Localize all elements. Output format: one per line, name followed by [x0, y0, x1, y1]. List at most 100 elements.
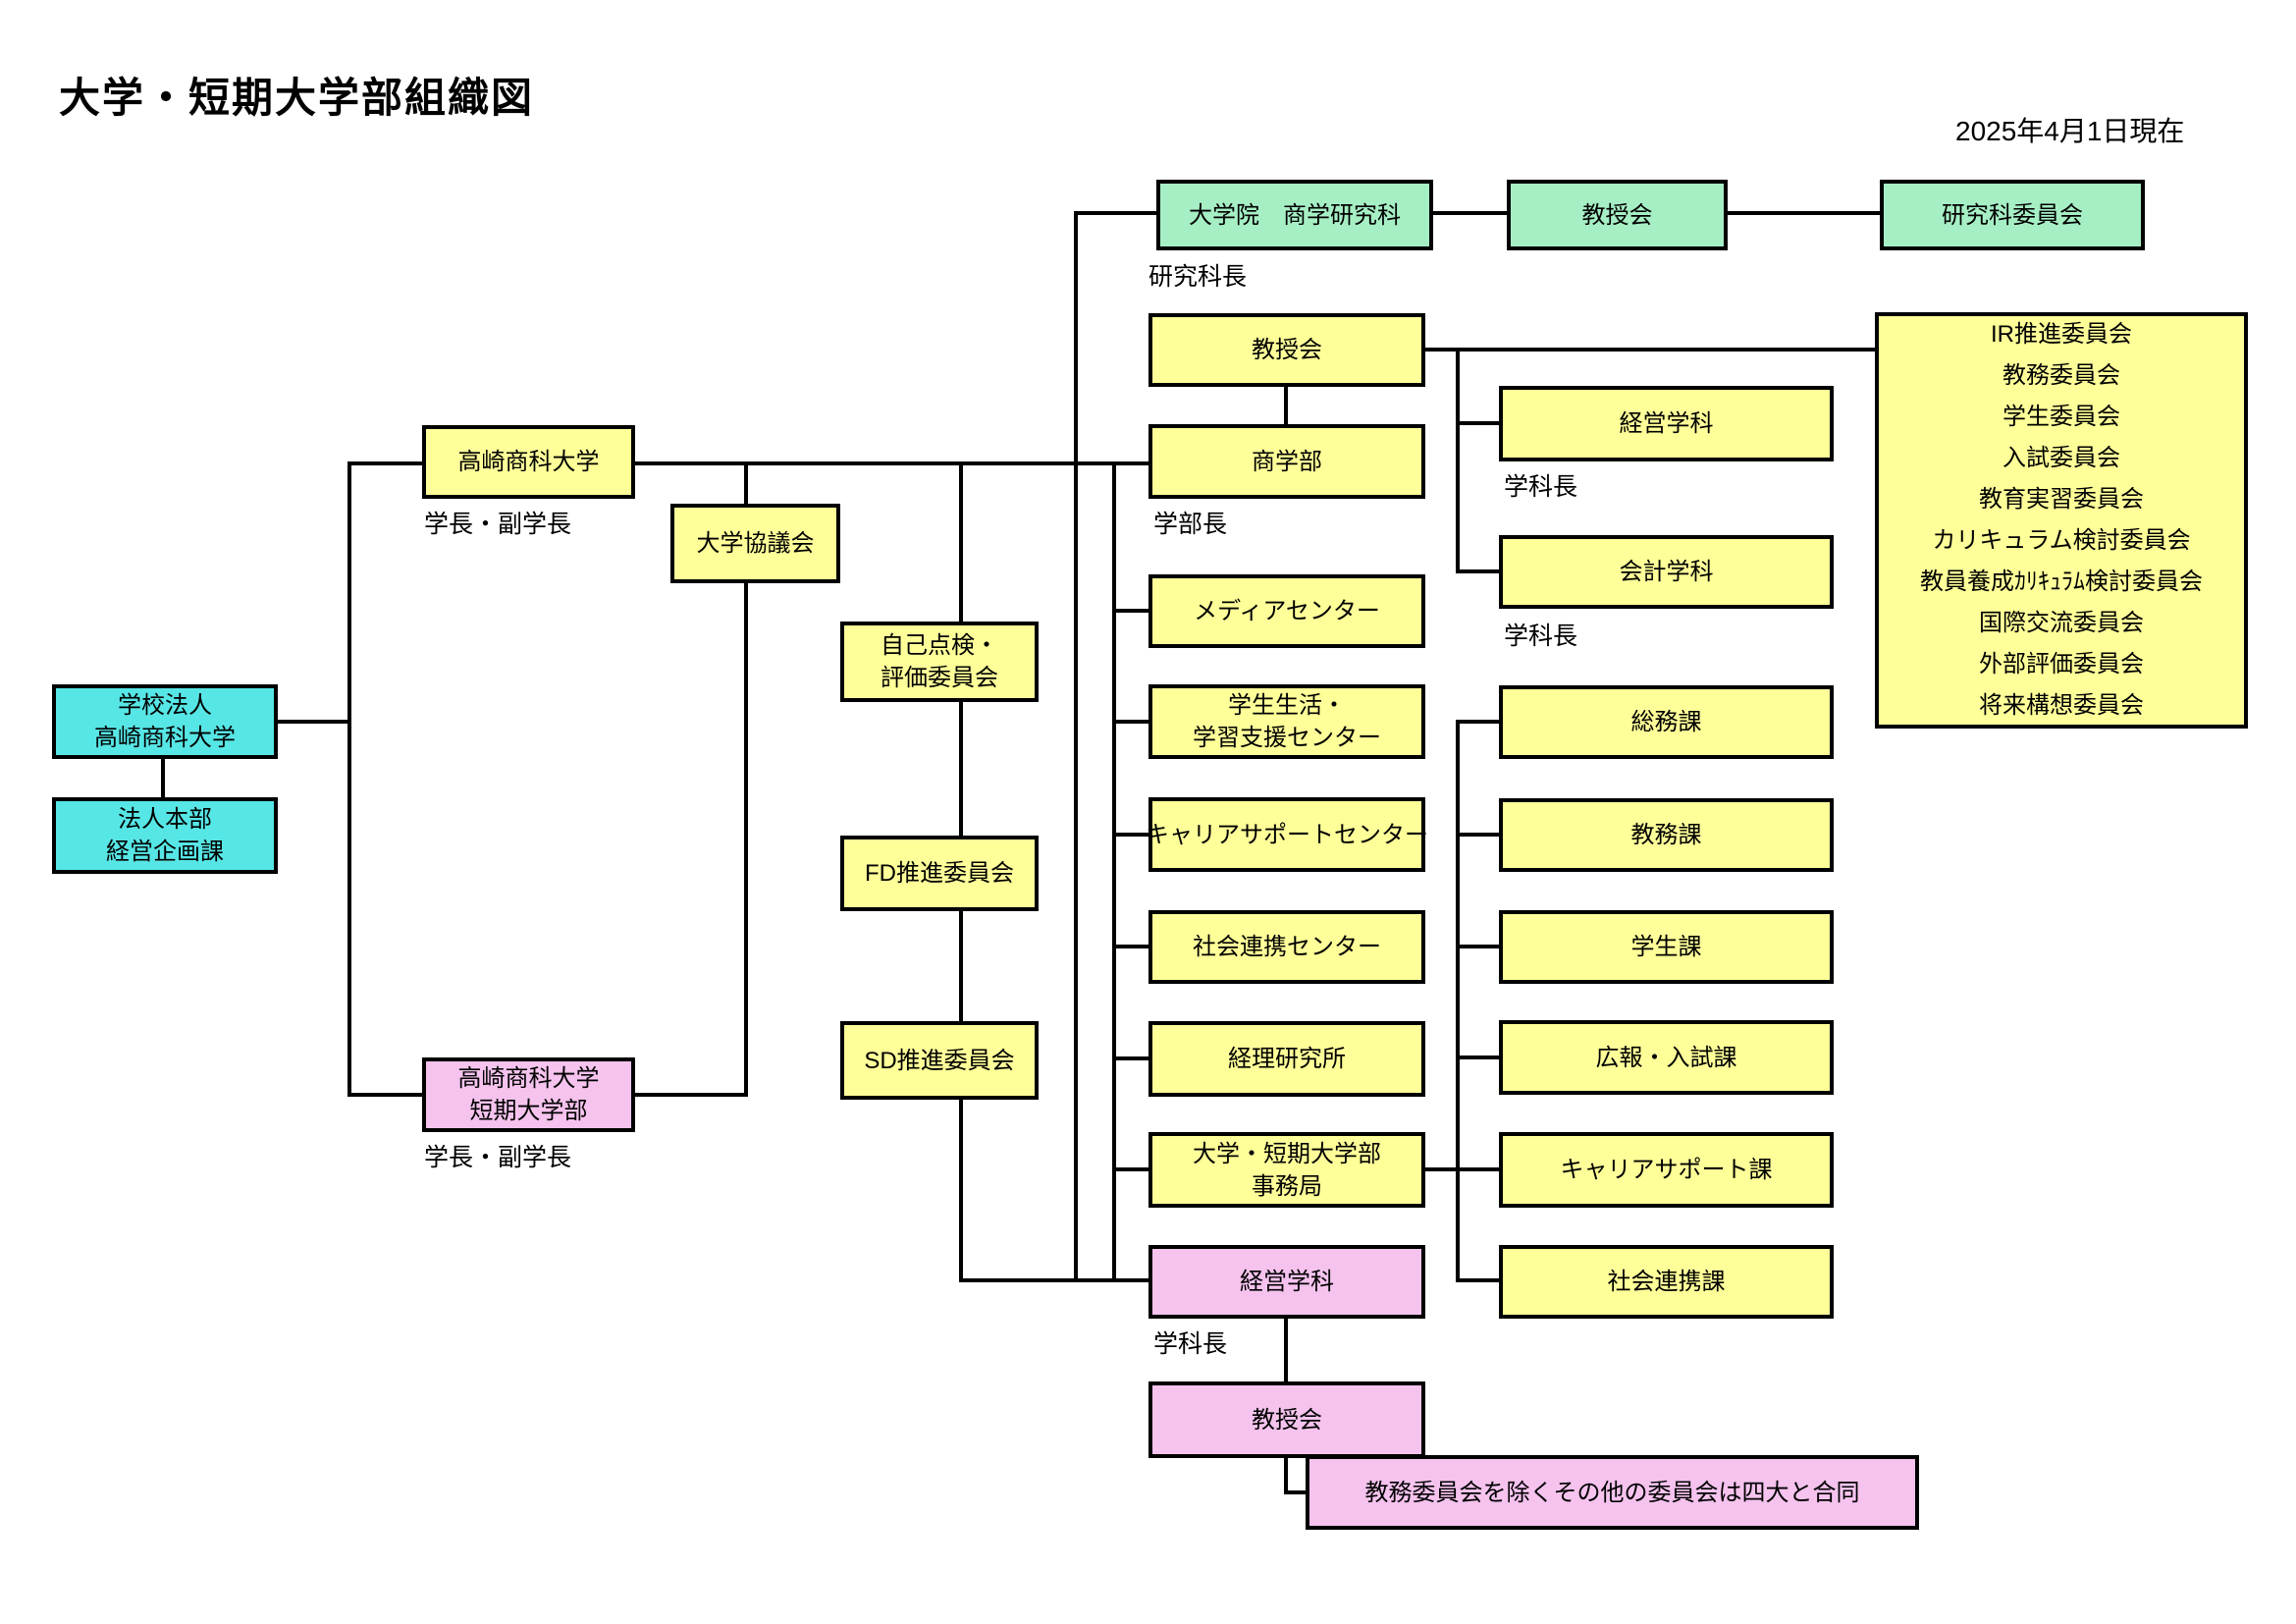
- node-grad-faculty-meeting: 教授会: [1507, 180, 1728, 250]
- connector-line: [161, 759, 165, 797]
- connector-line: [1456, 1278, 1499, 1282]
- connector-line: [1456, 348, 1460, 573]
- node-student-life-center-text: 学生生活・: [1228, 692, 1346, 719]
- node-community-div-text: 社会連携課: [1607, 1269, 1726, 1295]
- node-faculty-meeting-univ: 教授会: [1148, 313, 1425, 387]
- connector-line: [959, 461, 963, 622]
- node-media-center: メディアセンター: [1148, 574, 1425, 648]
- node-media-center-text: メディアセンター: [1194, 598, 1380, 624]
- connector-line: [1112, 1167, 1148, 1171]
- connector-line: [347, 461, 351, 1097]
- node-grad-school-committee: 研究科委員会: [1880, 180, 2145, 250]
- connector-line: [959, 1278, 1148, 1282]
- page-title: 大学・短期大学部組織図: [59, 75, 535, 121]
- node-community-center-text: 社会連携センター: [1193, 934, 1381, 960]
- label-chair-accounting: 学科長: [1504, 623, 1578, 650]
- connector-line: [1284, 1490, 1309, 1494]
- connector-line: [959, 1100, 963, 1282]
- node-tandai: 高崎商科大学短期大学部: [422, 1057, 635, 1132]
- node-self-inspection-committee-text: 自己点検・: [881, 632, 998, 659]
- node-tandai-faculty-meeting: 教授会: [1148, 1381, 1425, 1458]
- node-univ-council: 大学協議会: [670, 504, 840, 583]
- connector-line: [1433, 211, 1507, 215]
- node-tandai-text: 短期大学部: [469, 1098, 588, 1124]
- node-committees-list-text: 将来構想委員会: [1979, 692, 2144, 719]
- connector-line: [1456, 720, 1460, 1282]
- node-committees-list-text: カリキュラム検討委員会: [1932, 527, 2191, 554]
- node-general-affairs-div-text: 総務課: [1630, 709, 1702, 735]
- node-community-center: 社会連携センター: [1148, 910, 1425, 984]
- connector-line: [959, 911, 963, 1021]
- label-chair-tandai-management: 学科長: [1153, 1330, 1228, 1358]
- node-grad-school-committee-text: 研究科委員会: [1942, 201, 2083, 229]
- node-committees-list-text: 教育実習委員会: [1979, 486, 2144, 513]
- connector-line: [1456, 945, 1499, 948]
- connector-line: [1456, 1167, 1499, 1171]
- node-student-affairs-div-text: 学生課: [1630, 934, 1702, 960]
- node-faculty-of-commerce-text: 商学部: [1252, 448, 1322, 475]
- node-general-affairs-div: 総務課: [1499, 685, 1834, 759]
- connector-line: [1425, 1167, 1460, 1171]
- connector-line: [278, 720, 349, 724]
- node-committees-list-text: 入試委員会: [2002, 445, 2120, 471]
- connector-line: [1074, 211, 1078, 1282]
- node-academic-affairs-div: 教務課: [1499, 798, 1834, 872]
- node-takasaki-univ: 高崎商科大学: [422, 425, 635, 499]
- node-tandai-management-dept: 経営学科: [1148, 1245, 1425, 1319]
- connector-line: [1074, 211, 1156, 215]
- node-accounting-dept: 会計学科: [1499, 535, 1834, 609]
- node-school-corporation-text: 高崎商科大学: [94, 725, 236, 751]
- node-career-support-div-text: キャリアサポート課: [1560, 1157, 1773, 1183]
- connector-line: [1112, 1056, 1148, 1060]
- label-president-univ: 学長・副学長: [424, 511, 572, 538]
- node-accounting-institute: 経理研究所: [1148, 1021, 1425, 1097]
- connector-line: [1112, 609, 1148, 613]
- connector-line: [1425, 348, 1875, 352]
- node-student-life-center: 学生生活・学習支援センター: [1148, 684, 1425, 759]
- node-pr-admissions-div-text: 広報・入試課: [1595, 1044, 1737, 1071]
- node-admin-office-text: 事務局: [1252, 1172, 1322, 1200]
- node-note: 教務委員会を除くその他の委員会は四大と合同: [1306, 1455, 1919, 1530]
- node-student-affairs-div: 学生課: [1499, 910, 1834, 984]
- node-academic-affairs-div-text: 教務課: [1630, 822, 1702, 848]
- label-dean-grad-school: 研究科長: [1148, 263, 1248, 291]
- node-note-text: 教務委員会を除くその他の委員会は四大と合同: [1364, 1479, 1860, 1506]
- connector-line: [351, 1093, 422, 1097]
- connector-line: [1456, 833, 1499, 837]
- node-committees-list-text: 外部評価委員会: [1979, 651, 2144, 677]
- label-chair-management: 学科長: [1504, 473, 1578, 501]
- label-president-tandai: 学長・副学長: [424, 1144, 572, 1171]
- node-management-dept: 経営学科: [1499, 386, 1834, 461]
- node-faculty-of-commerce: 商学部: [1148, 424, 1425, 499]
- node-graduate-school-text: 大学院 商学研究科: [1189, 201, 1401, 229]
- label-dean-faculty: 学部長: [1153, 511, 1228, 538]
- node-admin-office-text: 大学・短期大学部: [1193, 1140, 1381, 1167]
- connector-line: [1284, 1319, 1288, 1381]
- node-pr-admissions-div: 広報・入試課: [1499, 1020, 1834, 1095]
- connector-line: [635, 461, 1148, 465]
- node-career-support-div: キャリアサポート課: [1499, 1132, 1834, 1208]
- connector-line: [1284, 1458, 1288, 1494]
- connector-line: [959, 702, 963, 836]
- connector-line: [1112, 945, 1148, 948]
- node-faculty-meeting-univ-text: 教授会: [1252, 337, 1322, 363]
- node-committees-list-text: 国際交流委員会: [1979, 610, 2144, 636]
- connector-line: [1456, 1056, 1499, 1059]
- connector-line: [744, 583, 748, 1097]
- node-committees-list-text: 教員養成ｶﾘｷｭﾗﾑ検討委員会: [1920, 568, 2203, 595]
- node-career-support-center: キャリアサポートセンター: [1146, 797, 1428, 872]
- node-grad-faculty-meeting-text: 教授会: [1581, 201, 1653, 229]
- node-corporate-hq-planning-text: 経営企画課: [106, 839, 224, 865]
- connector-line: [1112, 720, 1148, 724]
- node-community-div: 社会連携課: [1499, 1245, 1834, 1319]
- connector-line: [1728, 211, 1880, 215]
- node-fd-committee-text: FD推進委員会: [865, 860, 1014, 887]
- node-sd-committee: SD推進委員会: [840, 1021, 1039, 1100]
- node-management-dept-text: 経営学科: [1619, 410, 1714, 437]
- node-tandai-text: 高崎商科大学: [457, 1065, 600, 1092]
- node-univ-council-text: 大学協議会: [696, 530, 815, 557]
- connector-line: [351, 461, 422, 465]
- node-committees-list-text: 学生委員会: [2002, 404, 2120, 430]
- connector-line: [1456, 720, 1499, 724]
